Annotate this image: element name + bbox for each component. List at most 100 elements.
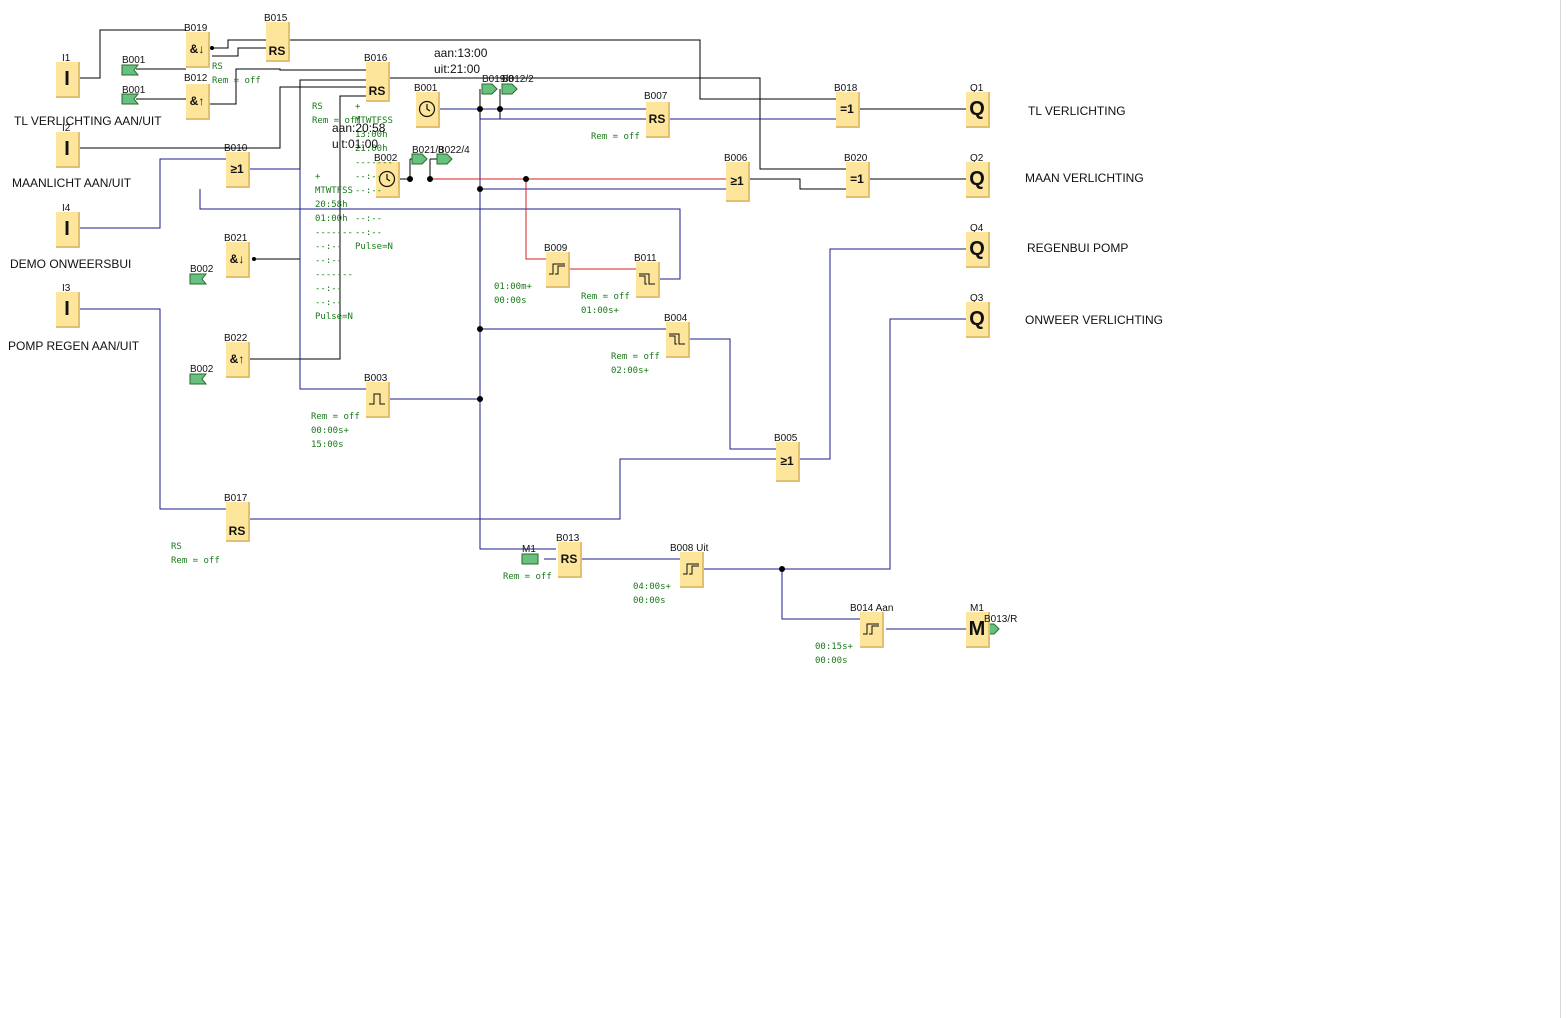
b004-tag: B004 [664, 313, 688, 324]
b013-rem-param: Rem = off [503, 572, 552, 582]
b019-and-falling-edge-block[interactable]: &↓ [186, 32, 210, 68]
connector-b002-a-label: B002 [190, 264, 214, 275]
b013-tag: B013 [556, 533, 580, 544]
b017-tag: B017 [224, 493, 248, 504]
b006-or-block[interactable]: ≥1 [726, 162, 750, 202]
b018-tag: B018 [834, 83, 858, 94]
b019-tag: B019 [184, 23, 208, 34]
b017-latching-relay-block[interactable]: RS [226, 502, 250, 542]
q2-description: MAAN VERLICHTING [1025, 171, 1144, 185]
b018-xor-block[interactable]: =1 [836, 92, 860, 128]
on-delay-icon [549, 263, 565, 275]
b016-rs-param: RS [312, 102, 323, 112]
q4-description: REGENBUI POMP [1027, 241, 1129, 255]
connector-b021-8-label: B021/8 [412, 145, 444, 156]
output-q2-block[interactable]: Q [966, 162, 990, 198]
input-i4-block[interactable]: I [56, 212, 80, 248]
b001-on-off-times: aan:13:00 uit:21:00 [434, 46, 488, 76]
b012-and-rising-edge-block[interactable]: &↑ [186, 84, 210, 120]
b019-rs-param: RS [212, 62, 223, 72]
input-i2-block[interactable]: I [56, 132, 80, 168]
i3-description: POMP REGEN AAN/UIT [8, 339, 140, 353]
connector-b002-b-label: B002 [190, 364, 214, 375]
canvas-edge-divider [1560, 0, 1561, 1018]
b022-tag: B022 [224, 333, 248, 344]
b005-tag: B005 [774, 433, 798, 444]
b002-schedule-params: + MTWTFSS 20:58h 01:00h ------- --:-- --… [315, 172, 353, 322]
b020-xor-block[interactable]: =1 [846, 162, 870, 198]
i4-tag: I4 [62, 203, 71, 214]
connector-flags [121, 64, 1000, 635]
b011-off-delay-block[interactable] [636, 262, 660, 298]
i1-tag: I1 [62, 53, 71, 64]
wires-navy [80, 108, 966, 630]
b013-latching-relay-block[interactable]: RS [558, 542, 582, 578]
output-q4-block[interactable]: Q [966, 232, 990, 268]
q3-tag: Q3 [970, 293, 984, 304]
b002-weekly-timer-block[interactable] [376, 162, 400, 198]
output-q3-block[interactable]: Q [966, 302, 990, 338]
i1-description: TL VERLICHTING AAN/UIT [14, 114, 162, 128]
b008-on-delay-block[interactable] [680, 552, 704, 588]
off-delay-icon [669, 333, 685, 345]
q1-description: TL VERLICHTING [1028, 104, 1126, 118]
input-i1-block[interactable]: I [56, 62, 80, 98]
b014-time-params: 00:15s+ 00:00s [815, 642, 853, 666]
b011-tag: B011 [634, 253, 657, 264]
b004-params: Rem = off 02:00s+ [611, 352, 660, 376]
b006-tag: B006 [724, 153, 748, 164]
b007-tag: B007 [644, 91, 668, 102]
b007-rem-param: Rem = off [591, 132, 640, 142]
b002-on-off-times: aan:20:58 uit:01:00 [332, 121, 386, 151]
input-i3-block[interactable]: I [56, 292, 80, 328]
b001-pulse-params: --:-- --:-- Pulse=N [355, 214, 393, 252]
b001-weekly-timer-block[interactable] [416, 92, 440, 128]
b007-latching-relay-block[interactable]: RS [646, 102, 670, 138]
connector-b001-a-label: B001 [122, 55, 146, 66]
i2-tag: I2 [62, 123, 71, 134]
b022-and-rising-edge-block[interactable]: &↑ [226, 342, 250, 378]
b008-tag: B008 Uit [670, 543, 709, 554]
b017-params: RS Rem = off [171, 542, 220, 566]
b021-and-falling-edge-block[interactable]: &↓ [226, 242, 250, 278]
b010-or-block[interactable]: ≥1 [226, 152, 250, 188]
connector-b019-8-label: B019/8 [482, 74, 514, 85]
q1-tag: Q1 [970, 83, 984, 94]
pulse-icon [369, 393, 385, 405]
connector-b001-b-label: B001 [122, 85, 146, 96]
off-delay-icon [639, 273, 655, 285]
i2-description: MAANLICHT AAN/UIT [12, 176, 132, 190]
wires-red [430, 178, 726, 270]
connector-m1-label: M1 [522, 544, 536, 555]
b003-pulse-timer-block[interactable] [366, 382, 390, 418]
b010-tag: B010 [224, 143, 248, 154]
b014-on-delay-block[interactable] [860, 612, 884, 648]
b009-tag: B009 [544, 243, 568, 254]
output-q1-block[interactable]: Q [966, 92, 990, 128]
b004-off-delay-block[interactable] [666, 322, 690, 358]
m1-tag: M1 [970, 603, 984, 614]
b003-tag: B003 [364, 373, 388, 384]
q2-tag: Q2 [970, 153, 984, 164]
connector-b012-2-label: B012/2 [502, 74, 534, 85]
q3-description: ONWEER VERLICHTING [1025, 313, 1164, 327]
b019-rem-param: Rem = off [212, 76, 261, 86]
b005-or-block[interactable]: ≥1 [776, 442, 800, 482]
i3-tag: I3 [62, 283, 71, 294]
b001-tag: B001 [414, 83, 438, 94]
b009-time-params: 01:00m+ 00:00s [494, 282, 532, 306]
junctions [210, 46, 785, 572]
b016-tag: B016 [364, 53, 388, 64]
b016-latching-relay-block[interactable]: RS [366, 62, 390, 102]
b012-tag: B012 [184, 73, 208, 84]
connector-b022-4-label: B022/4 [438, 145, 470, 156]
b016-rem-param: Rem = off [312, 116, 361, 126]
b021-tag: B021 [224, 233, 248, 244]
b002-tag: B002 [374, 153, 398, 164]
marker-m1-block[interactable]: M [966, 612, 990, 648]
b001-schedule-params: + MTWTFSS 13:00h 21:00h ------- --:-- --… [355, 102, 393, 196]
b009-on-delay-block[interactable] [546, 252, 570, 288]
b015-latching-relay-block[interactable]: RS [266, 22, 290, 62]
b008-time-params: 04:00s+ 00:00s [633, 582, 671, 606]
on-delay-icon [683, 563, 699, 575]
